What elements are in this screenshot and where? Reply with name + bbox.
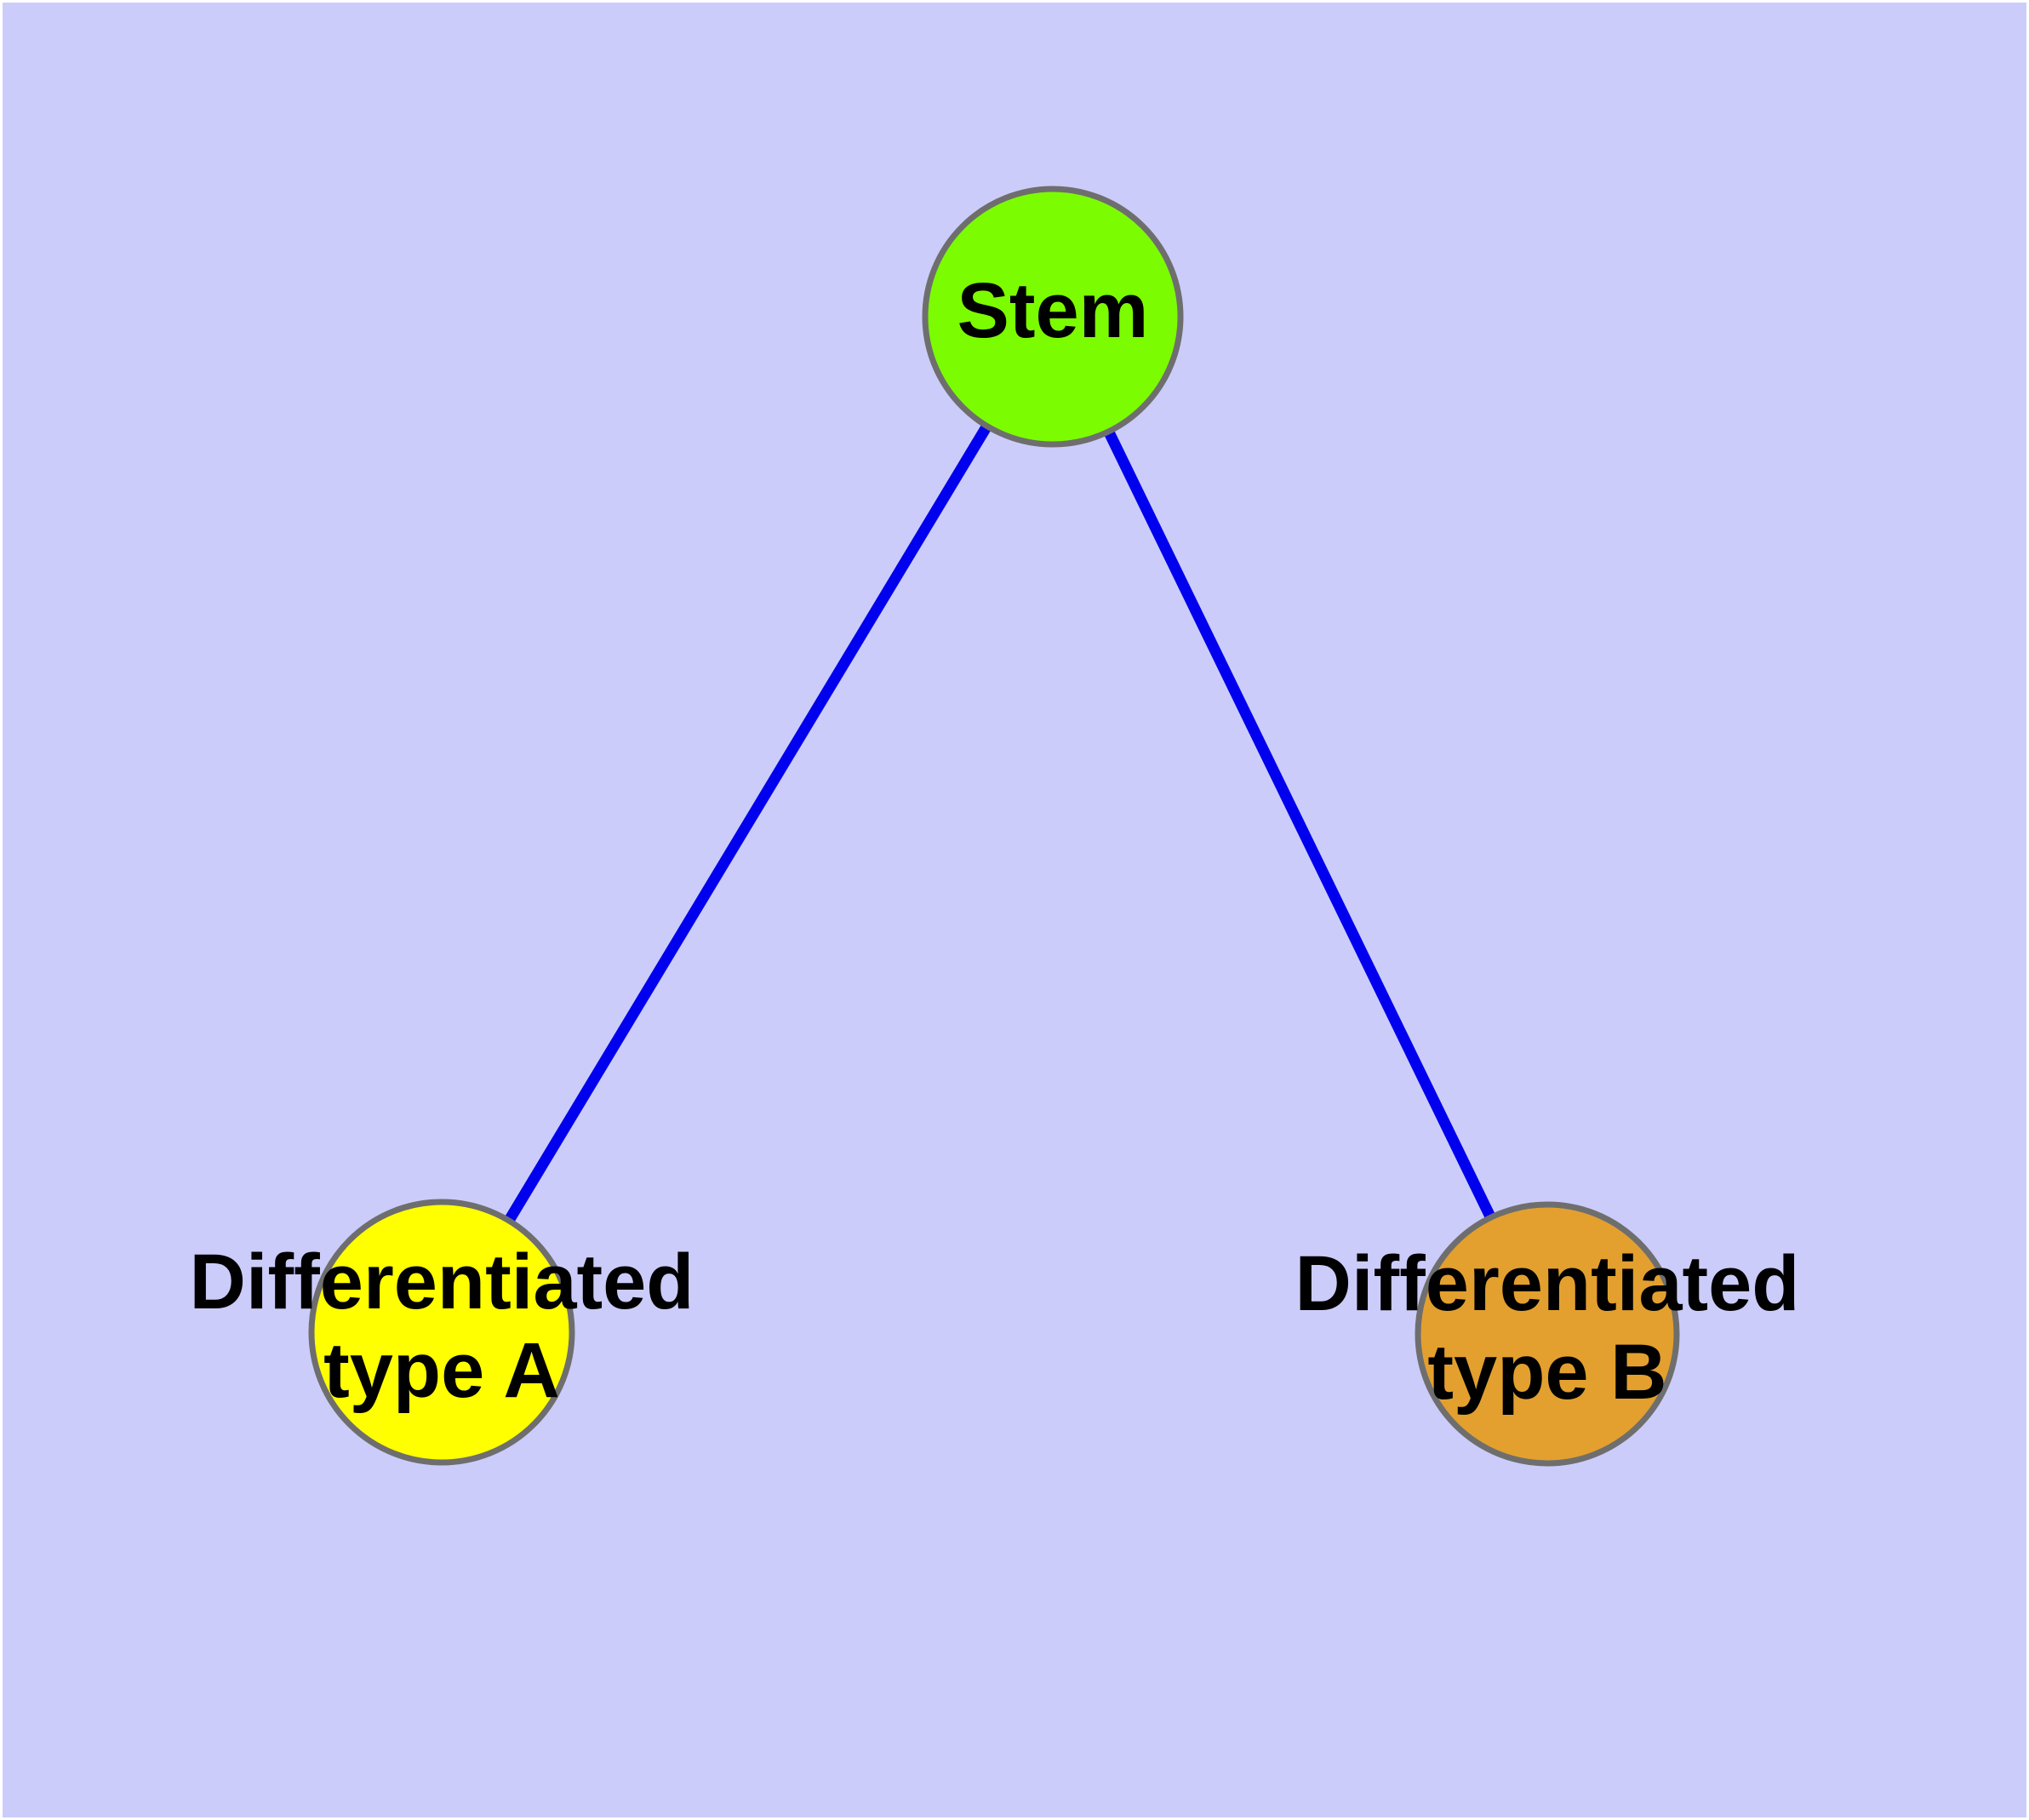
node-diff_b[interactable] (1415, 1201, 1680, 1467)
node-label-stem: Stem (957, 267, 1149, 354)
node-label-line: Stem (957, 267, 1149, 354)
node-label-line: type B (1427, 1329, 1666, 1416)
edge-layer (437, 313, 1552, 1336)
node-label-line: Differentiated (1295, 1240, 1800, 1327)
node-layer (308, 186, 1680, 1467)
edge-stem-to-b[interactable] (1048, 314, 1552, 1336)
edge-stem-to-a[interactable] (437, 313, 1058, 1336)
node-label-line: Differentiated (190, 1239, 694, 1325)
node-label-line: type A (323, 1327, 560, 1414)
node-stem[interactable] (922, 186, 1184, 448)
node-diff_a[interactable] (308, 1199, 575, 1466)
